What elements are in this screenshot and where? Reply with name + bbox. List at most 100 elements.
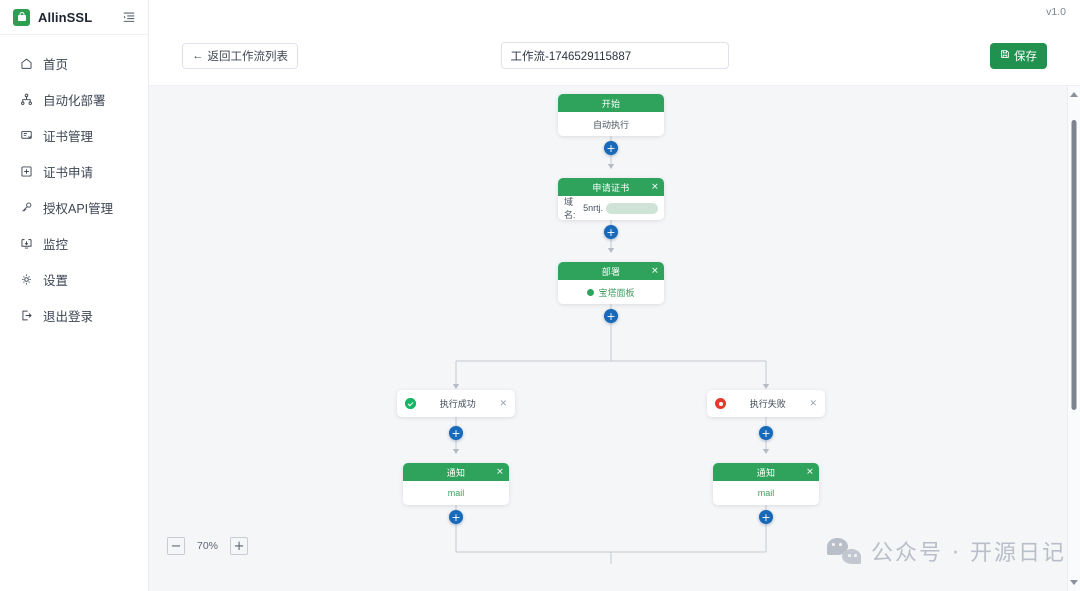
monitor-icon (19, 236, 33, 250)
sidebar-header: AllinSSL (0, 0, 148, 35)
node-body: 域名: 5nrtj. (558, 196, 664, 220)
redacted-domain-mask (606, 202, 658, 214)
plus-icon: + (606, 309, 616, 323)
scroll-down-arrow-icon[interactable] (1070, 580, 1078, 585)
plus-square-icon (19, 164, 33, 178)
workflow-name-input[interactable] (500, 42, 729, 69)
node-body: 宝塔面板 (558, 280, 664, 304)
node-body: mail (713, 481, 819, 505)
sidebar-item-label: 退出登录 (43, 309, 94, 324)
canvas-vertical-scrollbar[interactable] (1067, 86, 1080, 591)
sidebar-item-settings[interactable]: 设置 (0, 261, 148, 297)
save-button[interactable]: 保存 (990, 42, 1047, 69)
zoom-out-button[interactable]: − (167, 537, 185, 555)
sidebar-nav: 首页 自动化部署 (0, 35, 148, 333)
workflow-node-notify-success[interactable]: 通知 ✕ mail (403, 463, 509, 505)
plus-icon: + (761, 426, 771, 440)
brand-name: AllinSSL (38, 9, 93, 25)
sidebar-item-cert-manage[interactable]: 证书管理 (0, 117, 148, 153)
canvas-zoom-controls: − 70% + (167, 537, 249, 555)
node-body-text: mail (447, 488, 465, 498)
node-body-value: 5nrtj. (583, 203, 604, 213)
main-area: v1.0 ← 返回工作流列表 保存 (149, 0, 1080, 591)
add-node-button-after-notify-fail[interactable]: + (759, 510, 773, 524)
plus-icon: + (606, 225, 616, 239)
node-header: 部署 ✕ (558, 262, 664, 280)
sidebar-item-logout[interactable]: 退出登录 (0, 297, 148, 333)
zoom-level-label: 70% (197, 540, 219, 552)
node-title: 部署 (601, 266, 621, 277)
save-button-label: 保存 (1014, 50, 1037, 63)
node-title: 通知 (446, 467, 466, 478)
node-title: 执行失败 (749, 399, 786, 409)
workflow-node-branch-success[interactable]: 执行成功 ✕ (397, 390, 515, 417)
node-body: 自动执行 (558, 112, 664, 136)
node-title: 通知 (756, 467, 776, 478)
plus-icon: + (606, 141, 616, 155)
sidebar-item-api-auth[interactable]: 授权API管理 (0, 189, 148, 225)
sidebar-item-label: 证书管理 (43, 129, 94, 144)
save-disk-icon (1000, 49, 1010, 62)
error-circle-icon (715, 398, 726, 409)
node-header: 通知 ✕ (403, 463, 509, 481)
workflow-canvas[interactable]: 开始 自动执行 + 申请证书 ✕ 域名: (149, 86, 1080, 591)
node-title: 开始 (601, 98, 621, 109)
sidebar-item-label: 首页 (43, 57, 69, 72)
sidebar-item-label: 证书申请 (43, 165, 94, 180)
sidebar-item-auto-deploy[interactable]: 自动化部署 (0, 81, 148, 117)
node-title: 执行成功 (439, 399, 476, 409)
workflow-node-deploy[interactable]: 部署 ✕ 宝塔面板 (558, 262, 664, 304)
sidebar: AllinSSL 首页 (0, 0, 149, 591)
scrollbar-thumb[interactable] (1071, 120, 1077, 410)
allinssl-logo-icon (13, 8, 30, 26)
add-node-button-after-start[interactable]: + (604, 141, 618, 155)
node-body-label: 域名: (564, 197, 576, 220)
sidebar-item-label: 设置 (43, 273, 69, 288)
node-close-icon[interactable]: ✕ (496, 466, 504, 477)
top-bar: v1.0 (149, 0, 1080, 26)
certificate-icon (19, 128, 33, 142)
add-node-button-after-apply-cert[interactable]: + (604, 225, 618, 239)
add-node-button-after-deploy[interactable]: + (604, 309, 618, 323)
key-icon (19, 200, 33, 214)
workflow-node-apply-cert[interactable]: 申请证书 ✕ 域名: 5nrtj. (558, 178, 664, 220)
back-to-workflow-list-button[interactable]: ← 返回工作流列表 (182, 42, 298, 69)
workflow-canvas-outer: 开始 自动执行 + 申请证书 ✕ 域名: (149, 85, 1080, 591)
node-close-icon[interactable]: ✕ (651, 181, 659, 192)
workflow-node-start[interactable]: 开始 自动执行 (558, 94, 664, 136)
logout-icon (19, 308, 33, 322)
node-close-icon[interactable]: ✕ (651, 265, 659, 276)
sidebar-item-label: 监控 (43, 237, 69, 252)
check-circle-icon (405, 398, 416, 409)
node-close-icon[interactable]: ✕ (809, 398, 817, 408)
scroll-up-arrow-icon[interactable] (1070, 92, 1078, 97)
node-close-icon[interactable]: ✕ (499, 398, 507, 408)
sitemap-icon (19, 92, 33, 106)
zoom-in-button[interactable]: + (230, 537, 249, 555)
workflow-toolbar: ← 返回工作流列表 保存 (177, 33, 1052, 78)
sidebar-item-monitor[interactable]: 监控 (0, 225, 148, 261)
back-button-label: 返回工作流列表 (207, 50, 289, 63)
sidebar-item-cert-apply[interactable]: 证书申请 (0, 153, 148, 189)
plus-icon: + (451, 510, 461, 524)
add-node-button-after-notify-success[interactable]: + (449, 510, 463, 524)
node-header: 申请证书 ✕ (558, 178, 664, 196)
workflow-node-branch-fail[interactable]: 执行失败 ✕ (707, 390, 825, 417)
node-body-text: mail (757, 488, 775, 498)
sidebar-item-label: 自动化部署 (43, 93, 106, 108)
node-title: 申请证书 (592, 182, 630, 193)
workflow-toolbar-wrap: ← 返回工作流列表 保存 (149, 26, 1080, 85)
node-close-icon[interactable]: ✕ (806, 466, 814, 477)
version-label: v1.0 (1046, 6, 1066, 18)
plus-icon: + (233, 538, 245, 554)
node-header: 开始 (558, 94, 664, 112)
plus-icon: + (761, 510, 771, 524)
workflow-node-notify-fail[interactable]: 通知 ✕ mail (713, 463, 819, 505)
node-body-text: 宝塔面板 (598, 287, 635, 298)
add-node-button-after-branch-fail[interactable]: + (759, 426, 773, 440)
home-icon (19, 56, 33, 70)
sidebar-item-home[interactable]: 首页 (0, 45, 148, 81)
add-node-button-after-branch-success[interactable]: + (449, 426, 463, 440)
menu-fold-icon[interactable] (121, 9, 137, 25)
